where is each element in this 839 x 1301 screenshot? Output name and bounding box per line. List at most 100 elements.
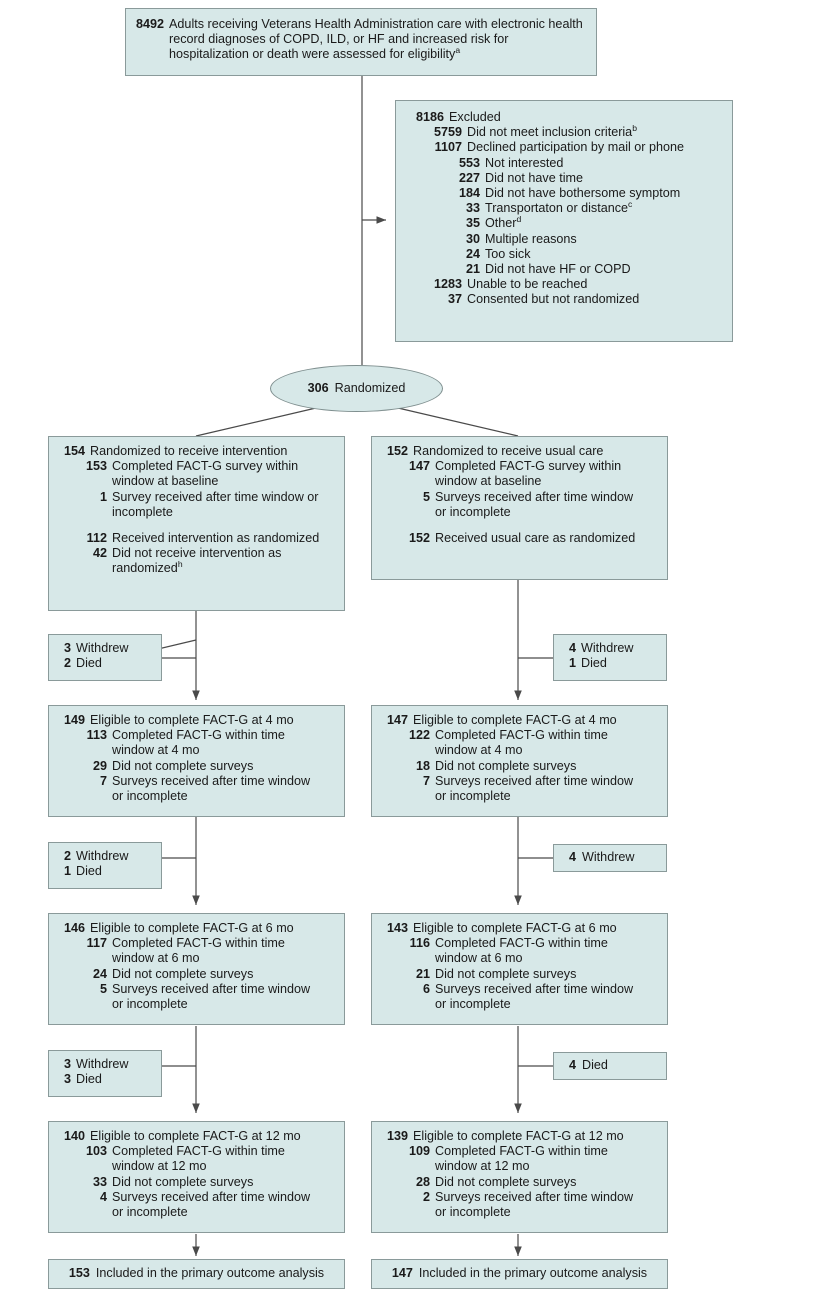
intervention-4mo-item-count: 7 — [99, 773, 107, 788]
excluded-reason-count: 30 — [465, 231, 480, 246]
usualcare-6mo-item: 6 Surveys received after time window or i… — [378, 982, 659, 1012]
intervention-4mo-total-label: Eligible to complete FACT-G at 4 mo — [90, 713, 294, 727]
usualcare-12mo-item-label: Completed FACT-G within time window at 1… — [435, 1144, 608, 1174]
usualcare-6mo-item-label: Completed FACT-G within time window at 6… — [435, 936, 608, 966]
intervention-12mo-total-count: 140 — [63, 1129, 85, 1143]
box-usualcare-loss-1: 4 Withdrew 1 Died — [553, 634, 667, 681]
excluded-reason-count: 5759 — [433, 125, 462, 140]
intervention-12mo-item-count: 33 — [92, 1174, 107, 1189]
footnote-marker: c — [628, 199, 633, 210]
usualcare-4mo-total-count: 147 — [386, 713, 408, 727]
intervention-6mo-item-label: Did not complete surveys — [112, 966, 254, 981]
usualcare-6mo-item-count: 6 — [422, 981, 430, 996]
usualcare-allocation-item: 147 Completed FACT-G survey within window… — [378, 459, 659, 489]
usualcare-allocation-item-count: 147 — [408, 459, 430, 474]
usualcare-6mo-item-label: Surveys received after time window or in… — [435, 981, 634, 1012]
usualcare-loss3-item-count: 4 — [568, 1058, 576, 1072]
excluded-reason-label: Declined participation by mail or phone — [467, 140, 685, 155]
intervention-allocation-item-count: 153 — [85, 459, 107, 474]
excluded-reason-label: Consented but not randomized — [467, 292, 640, 307]
excluded-reason-count: 553 — [458, 155, 480, 170]
usualcare-loss1-item: 1 Died — [562, 656, 658, 671]
footnote-marker: a — [455, 45, 461, 56]
excluded-reason-count: 33 — [465, 201, 480, 216]
randomized-label: Randomized — [334, 380, 406, 395]
usualcare-analysis-count: 147 — [391, 1266, 413, 1280]
usualcare-4mo-total: 147 Eligible to complete FACT-G at 4 mo — [378, 713, 659, 728]
intervention-loss2-item-count: 2 — [63, 849, 71, 863]
usualcare-12mo-total-count: 139 — [386, 1129, 408, 1143]
usualcare-4mo-item-label: Did not complete surveys — [435, 758, 577, 773]
usualcare-6mo-item-count: 21 — [415, 966, 430, 981]
intervention-analysis-label: Included in the primary outcome analysis — [95, 1266, 325, 1280]
intervention-analysis-count: 153 — [68, 1266, 90, 1280]
excluded-reason: 227 Did not have time — [404, 171, 724, 186]
intervention-loss1-item-count: 2 — [63, 656, 71, 671]
usualcare-loss1-item-count: 1 — [568, 656, 576, 671]
footnote-marker: b — [632, 123, 637, 134]
intervention-loss1-item-count: 3 — [63, 641, 71, 655]
intervention-loss3-item-label: Died — [76, 1072, 102, 1087]
intervention-allocation-item-count: 42 — [92, 546, 107, 561]
excluded-reason-count: 37 — [447, 292, 462, 307]
excluded-reason-count: 227 — [458, 170, 480, 185]
intervention-allocation-item-count: 112 — [86, 531, 107, 546]
box-usualcare-analysis: 147 Included in the primary outcome anal… — [371, 1259, 668, 1289]
intervention-allocation-item-label: Received intervention as randomized — [112, 531, 320, 546]
usualcare-allocation-item-label: Completed FACT-G survey within window at… — [435, 459, 622, 489]
intervention-allocation-total-count: 154 — [63, 444, 85, 458]
footnote-marker: d — [516, 214, 522, 225]
intervention-4mo-item-count: 113 — [86, 728, 107, 743]
box-assessed-for-eligibility: 8492 Adults receiving Veterans Health Ad… — [125, 8, 597, 76]
randomized-count: 306 — [307, 380, 329, 395]
footnote-marker: h — [177, 559, 183, 570]
excluded-reason-label: Did not have HF or COPD — [485, 262, 631, 277]
excluded-total-label: Excluded — [449, 110, 501, 124]
ellipse-randomized: 306 Randomized — [270, 365, 443, 412]
usualcare-12mo-item-label: Surveys received after time window or in… — [435, 1189, 634, 1220]
intervention-4mo-item: 7 Surveys received after time window or i… — [55, 774, 336, 804]
usualcare-allocation-item-count: 152 — [408, 531, 430, 546]
excluded-reason-count: 184 — [458, 186, 480, 201]
intervention-loss3-item-count: 3 — [63, 1057, 71, 1071]
excluded-reason-count: 21 — [465, 262, 480, 277]
assessed-row: 8492 Adults receiving Veterans Health Ad… — [136, 17, 586, 63]
intervention-allocation-total-label: Randomized to receive intervention — [90, 444, 288, 458]
intervention-loss2-item-count: 1 — [63, 864, 71, 879]
usualcare-12mo-item-count: 2 — [422, 1189, 430, 1204]
intervention-allocation-item-label: Survey received after time window or inc… — [112, 489, 319, 519]
usualcare-loss1-item-label: Withdrew — [581, 641, 634, 655]
intervention-4mo-item-label: Surveys received after time window or in… — [112, 773, 311, 804]
usualcare-4mo-item-count: 7 — [422, 773, 430, 788]
usualcare-4mo-item-label: Completed FACT-G within time window at 4… — [435, 728, 608, 758]
usualcare-loss1-item-count: 4 — [568, 641, 576, 655]
usualcare-4mo-total-label: Eligible to complete FACT-G at 4 mo — [413, 713, 617, 727]
usualcare-loss1-item-label: Died — [581, 656, 607, 671]
box-intervention-analysis: 153 Included in the primary outcome anal… — [48, 1259, 345, 1289]
excluded-reason-label: Otherd — [485, 214, 522, 231]
intervention-6mo-item-count: 117 — [86, 936, 107, 951]
excluded-reason-label: Did not have time — [485, 170, 584, 185]
excluded-reason-count: 35 — [465, 216, 480, 231]
